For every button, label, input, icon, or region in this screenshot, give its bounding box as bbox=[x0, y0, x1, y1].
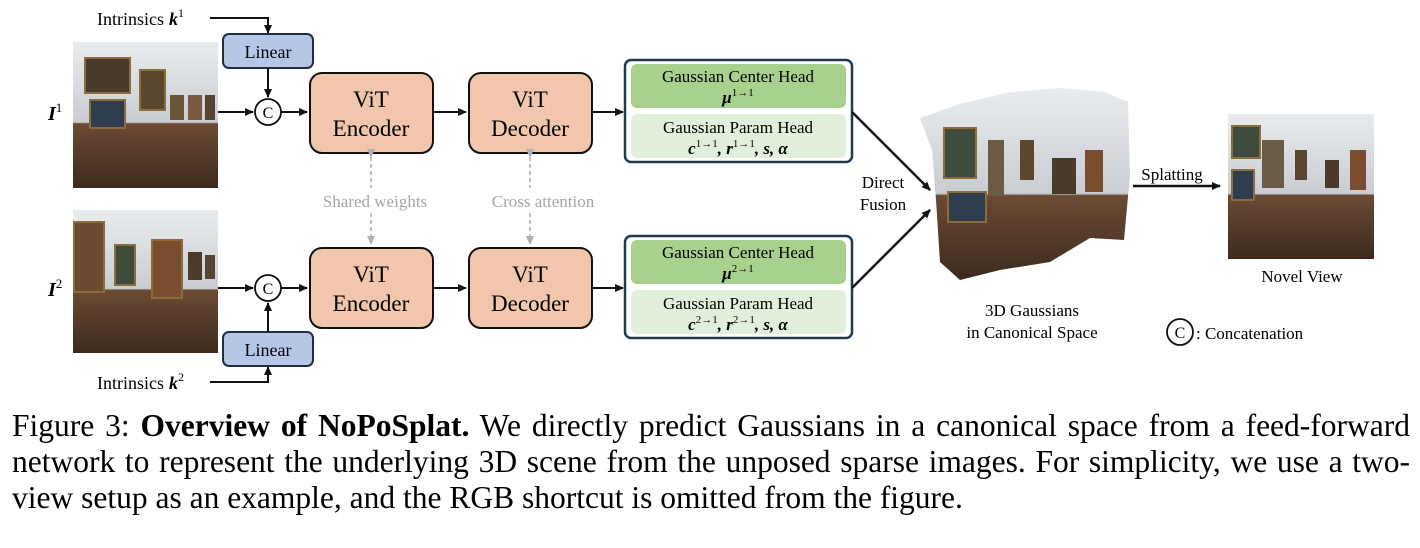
svg-text:C: C bbox=[263, 105, 274, 122]
gaussians-label-1: 3D Gaussians bbox=[985, 301, 1079, 320]
svg-text:ViT: ViT bbox=[512, 87, 548, 112]
linear-box-2: Linear bbox=[222, 331, 314, 367]
svg-text:C: C bbox=[263, 281, 274, 298]
concat-node-2: C bbox=[254, 274, 282, 302]
splatting-label: Splatting bbox=[1141, 165, 1203, 184]
vit-decoder-2: ViT Decoder bbox=[468, 247, 593, 329]
vit-encoder-2: ViT Encoder bbox=[309, 247, 434, 329]
intrinsics-1-arrow bbox=[210, 17, 272, 34]
svg-text:C: C bbox=[1175, 325, 1186, 342]
linear-box-1: Linear bbox=[222, 33, 314, 69]
novel-view-image bbox=[1228, 114, 1374, 259]
fusion-arrow-1 bbox=[851, 111, 931, 191]
svg-text:Linear: Linear bbox=[245, 340, 292, 360]
center-head-output-1: μ1→1 bbox=[721, 87, 753, 107]
gaussians-render bbox=[920, 88, 1130, 280]
figure-caption: Figure 3: Overview of NoPoSplat. We dire… bbox=[12, 408, 1410, 516]
legend-concatenation: C : Concatenation bbox=[1166, 318, 1304, 346]
shared-weights-label: Shared weights bbox=[323, 192, 427, 211]
gaussians-label-2: in Canonical Space bbox=[966, 323, 1097, 342]
svg-text:ViT: ViT bbox=[353, 87, 389, 112]
vit-encoder-1: ViT Encoder bbox=[309, 72, 434, 154]
svg-text:Encoder: Encoder bbox=[333, 291, 410, 316]
caption-title: Overview of NoPoSplat. bbox=[140, 408, 470, 443]
caption-body: We directly predict Gaussians in a canon… bbox=[12, 408, 1410, 515]
param-head-title-2: Gaussian Param Head bbox=[663, 294, 814, 313]
center-head-title-2: Gaussian Center Head bbox=[662, 243, 815, 262]
input-image-2 bbox=[73, 210, 218, 353]
cross-attention-label: Cross attention bbox=[492, 192, 595, 211]
svg-text:: Concatenation: : Concatenation bbox=[1196, 324, 1304, 343]
image-1-label: I1 bbox=[47, 100, 62, 125]
svg-text:Decoder: Decoder bbox=[491, 291, 569, 316]
svg-text:ViT: ViT bbox=[353, 262, 389, 287]
caption-figure-label: Figure 3: bbox=[12, 408, 141, 443]
direct-fusion-label-1: Direct bbox=[862, 173, 905, 192]
param-head-output-1: c1→1, r1→1, s, α bbox=[688, 138, 788, 158]
fusion-arrow-2 bbox=[851, 209, 931, 289]
center-head-title-1: Gaussian Center Head bbox=[662, 67, 815, 86]
param-head-output-2: c2→1, r2→1, s, α bbox=[688, 314, 788, 334]
vit-decoder-1: ViT Decoder bbox=[468, 72, 593, 154]
center-head-output-2: μ2→1 bbox=[721, 263, 753, 283]
image-2-label: I2 bbox=[47, 276, 62, 301]
intrinsics-2-arrow bbox=[210, 366, 272, 383]
heads-group-2: Gaussian Center Head μ2→1 Gaussian Param… bbox=[623, 234, 854, 340]
param-head-title-1: Gaussian Param Head bbox=[663, 118, 814, 137]
concat-node-1: C bbox=[254, 98, 282, 126]
svg-text:Decoder: Decoder bbox=[491, 116, 569, 141]
novel-view-label: Novel View bbox=[1261, 267, 1343, 286]
svg-text:Encoder: Encoder bbox=[333, 116, 410, 141]
direct-fusion-label-2: Fusion bbox=[860, 195, 907, 214]
input-image-1 bbox=[73, 42, 218, 188]
svg-text:ViT: ViT bbox=[512, 262, 548, 287]
svg-text:Linear: Linear bbox=[245, 42, 292, 62]
heads-group-1: Gaussian Center Head μ1→1 Gaussian Param… bbox=[623, 58, 854, 164]
